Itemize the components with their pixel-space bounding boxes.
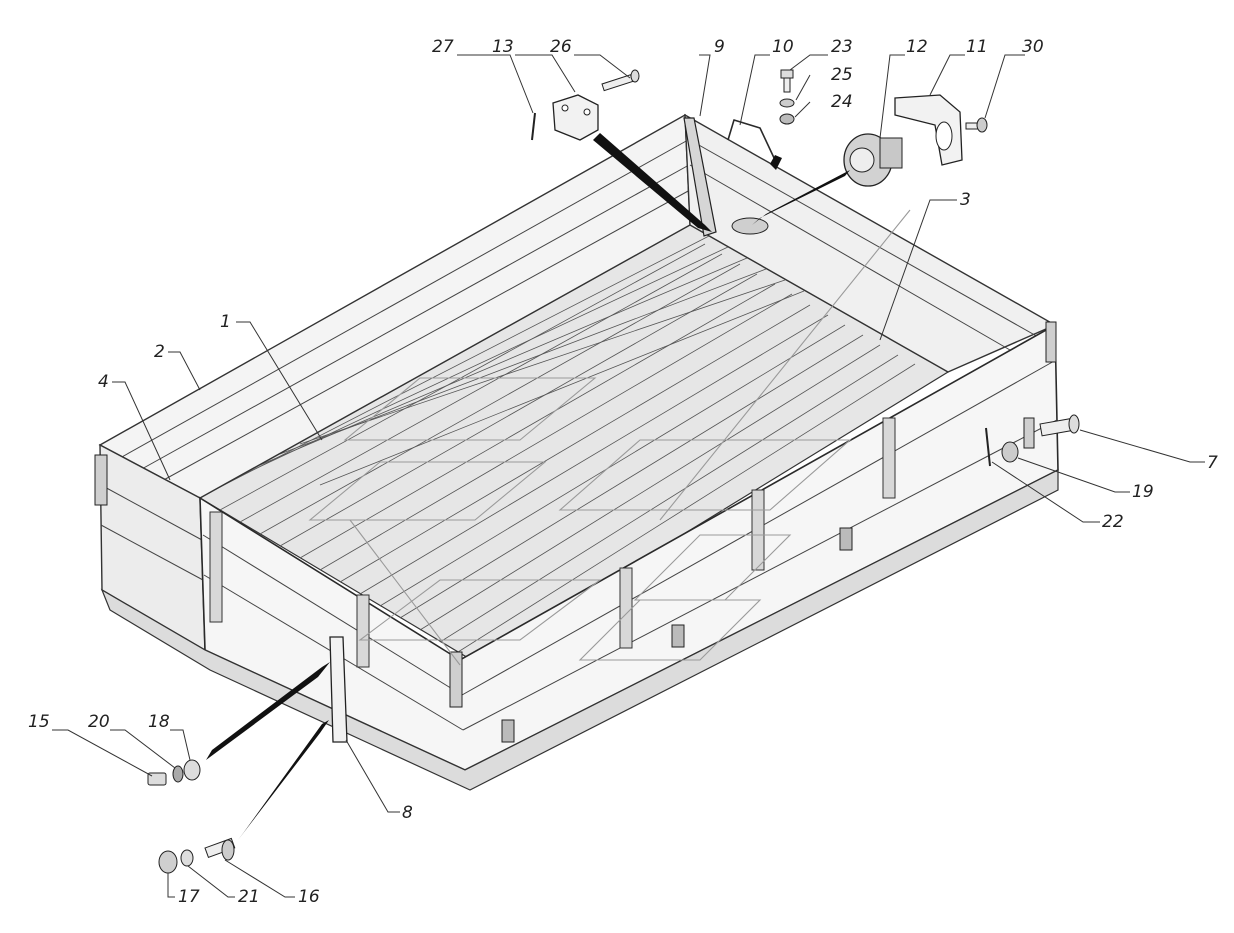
callout-9: 9 — [714, 37, 725, 57]
washer-20 — [172, 765, 184, 783]
callout-7: 7 — [1207, 453, 1218, 473]
nut-17 — [158, 850, 178, 874]
callout-17: 17 — [178, 887, 200, 907]
cargo-body — [94, 113, 1059, 791]
assembly-arrows — [206, 133, 850, 840]
callout-13: 13 — [492, 37, 514, 57]
split-pin-27 — [531, 112, 536, 141]
washer-25 — [779, 98, 795, 108]
bracket-13 — [552, 94, 599, 141]
washer-18 — [183, 759, 201, 781]
floor-planks — [219, 235, 916, 653]
callout-10: 10 — [772, 37, 794, 57]
washer-19 — [1001, 441, 1019, 463]
socket-hole — [731, 217, 769, 235]
callout-labels: 27 13 26 9 10 23 25 24 12 11 30 3 1 2 4 … — [28, 37, 1218, 907]
callout-11: 11 — [966, 37, 988, 57]
pin-7 — [1039, 414, 1080, 437]
corner-latches — [94, 321, 1057, 708]
bolt-16 — [204, 837, 236, 861]
front-strut — [683, 117, 717, 237]
callout-12: 12 — [906, 37, 928, 57]
side-stakes — [209, 417, 896, 668]
leader-lines — [52, 54, 1205, 898]
callout-15: 15 — [28, 712, 50, 732]
watermark-outline — [308, 209, 911, 666]
callout-27: 27 — [432, 37, 454, 57]
front-board — [684, 113, 1057, 373]
callout-19: 19 — [1132, 482, 1154, 502]
bolt-15 — [147, 772, 167, 786]
callout-22: 22 — [1102, 512, 1124, 532]
callout-18: 18 — [148, 712, 170, 732]
hinges — [501, 527, 853, 743]
callout-16: 16 — [298, 887, 320, 907]
nut-24 — [779, 113, 795, 125]
front-handle — [727, 119, 776, 161]
callout-20: 20 — [88, 712, 110, 732]
washer-21 — [180, 849, 194, 867]
callout-25: 25 — [831, 65, 853, 85]
callout-3: 3 — [960, 190, 971, 210]
callout-26: 26 — [550, 37, 572, 57]
callout-1: 1 — [220, 312, 231, 332]
callout-23: 23 — [831, 37, 853, 57]
callout-8: 8 — [402, 803, 413, 823]
callout-21: 21 — [238, 887, 260, 907]
callout-4: 4 — [98, 372, 109, 392]
bolt-26 — [601, 69, 640, 92]
callout-2: 2 — [154, 342, 165, 362]
split-pin-22 — [985, 427, 991, 467]
callout-30: 30 — [1022, 37, 1044, 57]
bracket-11 — [894, 94, 963, 166]
bolt-23 — [780, 69, 794, 93]
plug-12 — [843, 133, 903, 187]
callout-24: 24 — [831, 92, 853, 112]
bolt-30 — [965, 117, 988, 133]
